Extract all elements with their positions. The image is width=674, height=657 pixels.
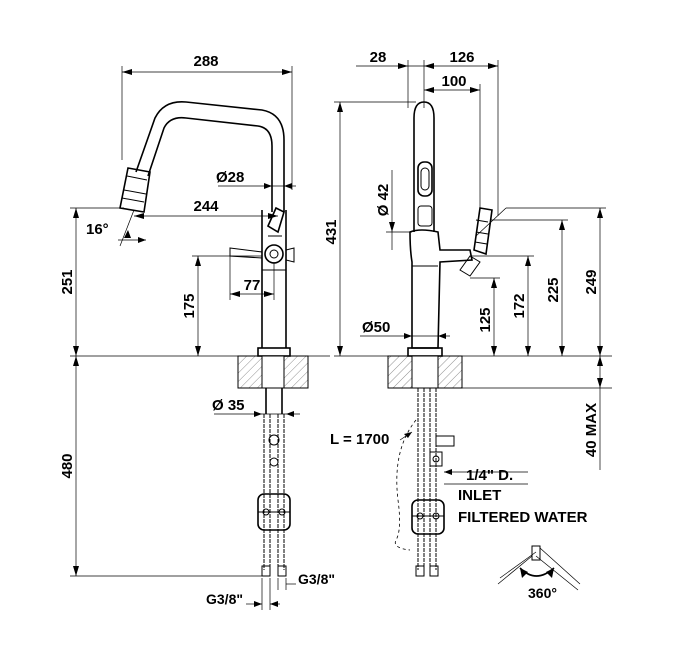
dim-480: 480 [59,453,76,478]
rotation-label: 360° [528,585,557,601]
inlet-label-2: FILTERED WATER [458,509,588,526]
inlet-label-1: INLET [458,487,501,504]
dim-dia-50: Ø50 [362,319,390,336]
dim-431: 431 [323,219,340,244]
dim-42-value: 42 [375,184,392,201]
dim-172: 172 [511,293,528,318]
left-hoses [263,414,285,570]
dim-thread-right: G3/8" [298,571,335,587]
dim-125: 125 [477,307,494,332]
dim-100: 100 [441,73,466,90]
dim-126: 126 [449,49,474,66]
dim-dia-42: Ø 42 [375,184,392,217]
dim-thread-left: G3/8" [206,591,243,607]
dim-249: 249 [583,269,600,294]
dim-dia-28: Ø28 [216,169,244,186]
dim-225: 225 [545,277,562,302]
inlet-size: 1/4" D. [466,467,513,484]
dim-dia-35: Ø 35 [212,397,245,414]
left-view: 288 Ø28 244 16° 251 [59,53,335,610]
dim-77: 77 [244,277,261,294]
rotation-icon [497,545,581,591]
dim-35-value: 35 [228,397,245,414]
dim-angle-16: 16° [86,221,109,238]
dim-175: 175 [181,293,198,318]
dim-40-max: 40 MAX [583,403,600,457]
dim-244: 244 [193,198,219,215]
right-hoses [417,388,437,570]
dim-288: 288 [193,53,218,70]
dim-28-right: 28 [370,49,387,66]
right-view: 28 126 100 431 Ø 42 [323,49,612,601]
hose-length: L = 1700 [330,431,389,448]
dim-251: 251 [59,269,76,294]
